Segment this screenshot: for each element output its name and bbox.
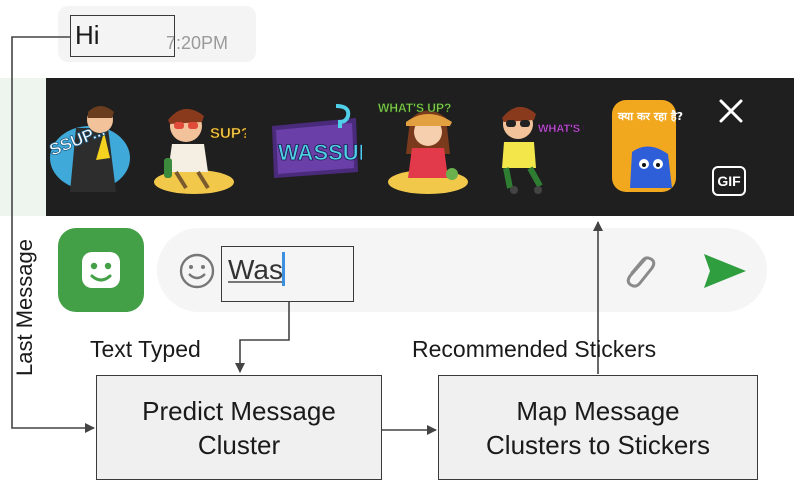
- sticker-whats-up-boy[interactable]: WHAT'S UP?: [488, 98, 584, 196]
- sticker-kya-kar-raha-hai[interactable]: क्या कर रहा है?: [598, 98, 694, 196]
- smiley-face-icon: [82, 252, 120, 288]
- sticker-kya-kar-raha-hai-text: क्या कर रहा है?: [617, 109, 683, 123]
- gif-button[interactable]: GIF: [712, 166, 746, 196]
- sticker-whats-up-girl[interactable]: WHAT'S UP?: [376, 98, 472, 196]
- predict-line-2: Cluster: [197, 429, 281, 460]
- recommended-stickers-label: Recommended Stickers: [412, 336, 657, 362]
- predict-line-1: Predict Message: [142, 395, 336, 426]
- paperclip-icon[interactable]: [616, 248, 660, 292]
- smiley-icon[interactable]: [178, 252, 216, 290]
- sticker-wassup[interactable]: WASSUP: [266, 98, 362, 196]
- send-icon[interactable]: [700, 250, 750, 292]
- typed-text-highlight-box: [221, 246, 354, 302]
- sticker-sup-text: SUP?: [210, 125, 246, 142]
- close-icon[interactable]: [716, 96, 746, 126]
- sticker-sup[interactable]: SUP?: [150, 98, 246, 196]
- sticker-ssup[interactable]: SSUP...: [46, 98, 142, 196]
- map-line-2: Clusters to Stickers: [486, 429, 710, 460]
- map-clusters-to-stickers-box: Map Message Clusters to Stickers: [438, 375, 758, 480]
- sticker-whats-up-girl-text: WHAT'S UP?: [378, 101, 451, 115]
- predict-message-cluster-box: Predict Message Cluster: [96, 375, 382, 480]
- typed-text[interactable]: Was: [228, 254, 283, 285]
- message-time: 7:20PM: [166, 33, 229, 53]
- text-typed-arrow: [235, 302, 290, 373]
- text-typed-label: Text Typed: [90, 336, 201, 362]
- last-message-text: Hi: [75, 20, 100, 50]
- sticker-app-icon[interactable]: [58, 228, 144, 312]
- tray-left-edge: [0, 78, 46, 216]
- map-line-1: Map Message: [516, 395, 680, 426]
- text-cursor: [282, 252, 285, 286]
- sticker-wassup-text: WASSUP: [278, 140, 362, 165]
- last-message-label: Last Message: [12, 239, 37, 376]
- last-message-arrow: [11, 36, 95, 433]
- last-message-highlight-box: [70, 15, 175, 57]
- sticker-whats-up-boy-text: WHAT'S UP?: [538, 123, 584, 135]
- message-input-bar[interactable]: [157, 228, 767, 312]
